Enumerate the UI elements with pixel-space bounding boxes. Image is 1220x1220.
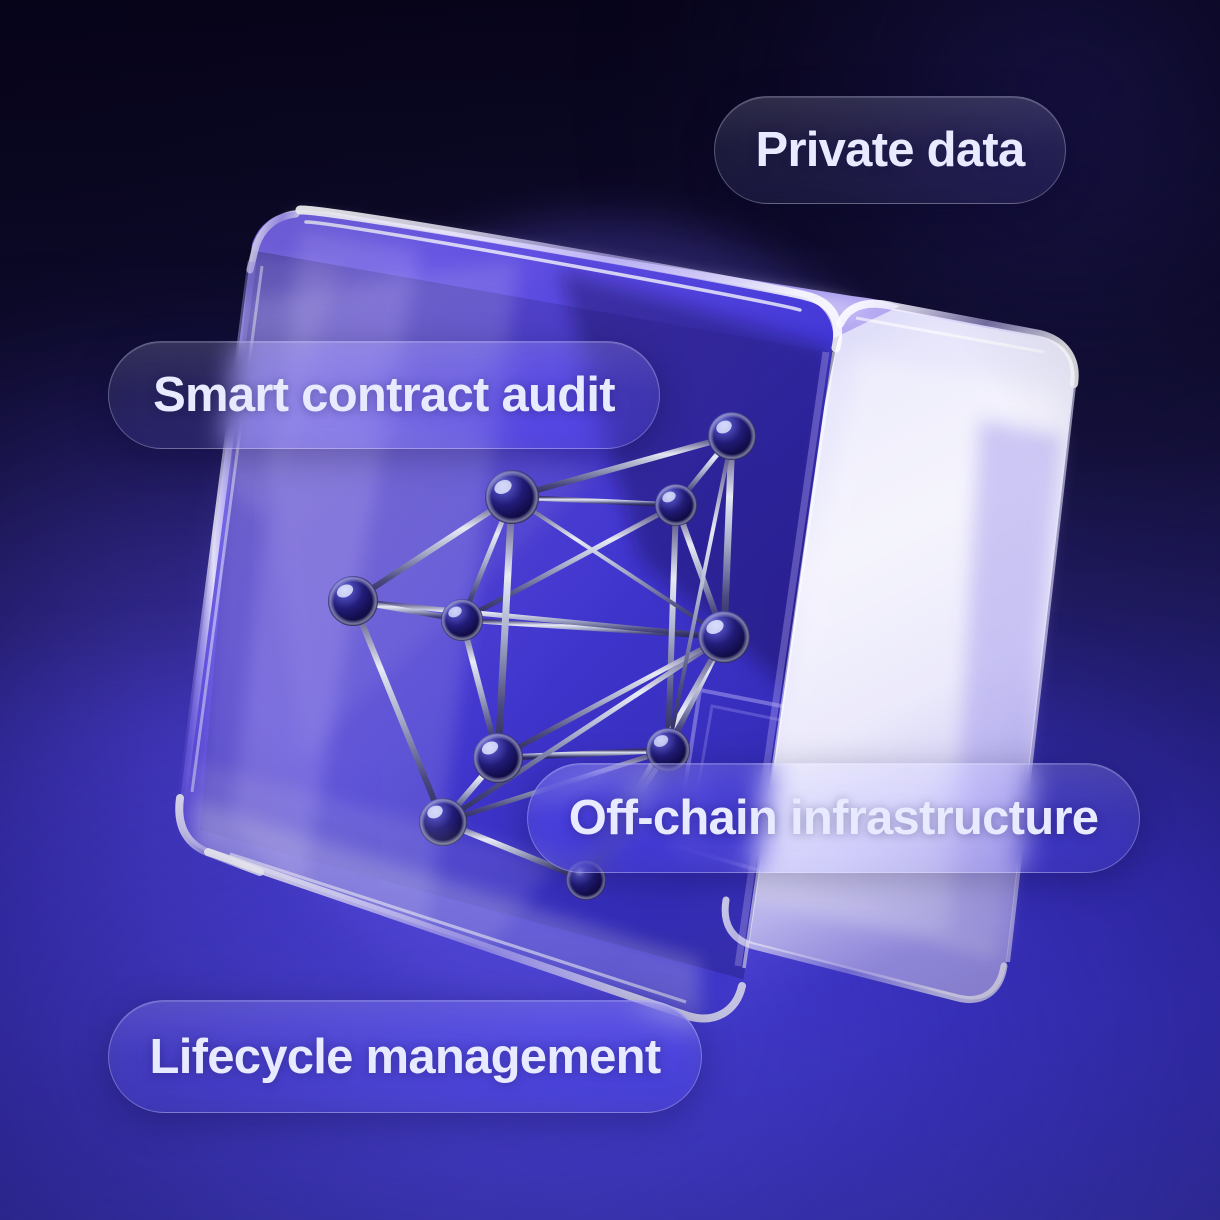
tag-smart-contract-audit[interactable]: Smart contract audit	[108, 341, 660, 449]
tag-label: Off-chain infrastructure	[568, 791, 1099, 845]
tag-lifecycle-management[interactable]: Lifecycle management	[108, 1000, 702, 1113]
tag-off-chain-infrastructure[interactable]: Off-chain infrastructure	[527, 763, 1140, 873]
tag-private-data[interactable]: Private data	[714, 96, 1066, 204]
tag-label: Private data	[755, 123, 1026, 177]
tag-label: Lifecycle management	[149, 1029, 662, 1084]
tag-label: Smart contract audit	[153, 368, 616, 422]
